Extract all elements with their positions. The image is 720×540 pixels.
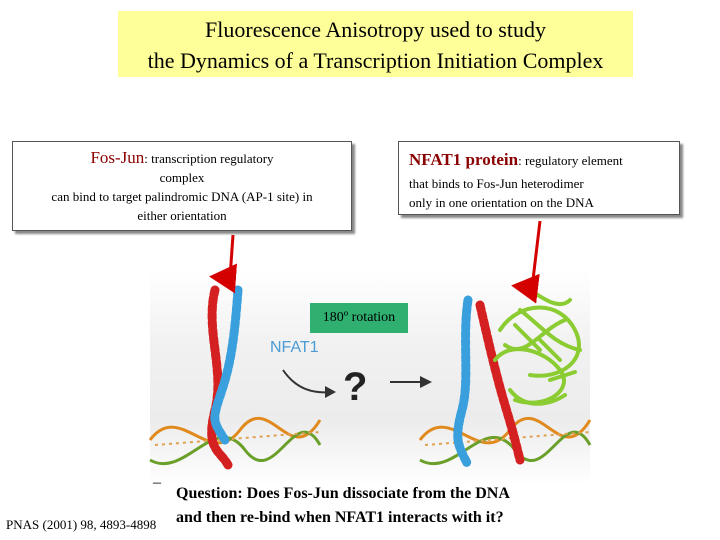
right-dna-helix	[418, 416, 592, 466]
nfat1-figure-label: NFAT1	[270, 339, 319, 356]
left-fos-jun-helices	[207, 285, 243, 470]
title-line-2: the Dynamics of a Transcription Initiati…	[147, 48, 604, 73]
nfat1-protein-structure	[493, 288, 582, 406]
question-mark: ?	[343, 365, 367, 409]
binding-arrow	[282, 369, 331, 394]
slide-title: Fluorescence Anisotropy used to study th…	[118, 11, 633, 77]
nfat1-desc: : regulatory element	[518, 153, 623, 168]
rotation-label: 180º rotation	[310, 303, 408, 333]
fos-line-3: either orientation	[137, 208, 227, 223]
right-fos-jun-helices	[453, 295, 525, 470]
nfat1-term: NFAT1 protein	[409, 150, 519, 169]
nfat1-callout: NFAT1 protein: regulatory element that b…	[398, 141, 680, 215]
research-question: Question: Does Fos-Jun dissociate from t…	[176, 482, 510, 530]
citation: PNAS (2001) 98, 4893-4898	[6, 517, 157, 532]
fos-line-2: can bind to target palindromic DNA (AP-1…	[51, 189, 313, 204]
fos-jun-pointer-arrow	[209, 234, 238, 294]
result-arrow-head	[420, 376, 432, 388]
left-dna-helix	[148, 416, 322, 466]
fos-jun-callout: Fos-Jun: transcription regulatory comple…	[12, 141, 352, 231]
nfat1-pointer-arrow	[511, 220, 542, 304]
title-line-1: Fluorescence Anisotropy used to study	[205, 17, 546, 42]
fos-line-1: complex	[159, 170, 205, 185]
fos-jun-desc: : transcription regulatory	[144, 151, 274, 166]
binding-arrow-head	[325, 386, 336, 398]
fos-jun-term: Fos-Jun	[90, 148, 145, 167]
question-line-2: and then re-bind when NFAT1 interacts wi…	[176, 509, 504, 526]
bullet-dash: –	[153, 474, 161, 491]
nfat-line-2: only in one orientation on the DNA	[409, 195, 594, 210]
question-line-1: Question: Does Fos-Jun dissociate from t…	[176, 485, 510, 502]
nfat-line-1: that binds to Fos-Jun heterodimer	[409, 176, 584, 191]
